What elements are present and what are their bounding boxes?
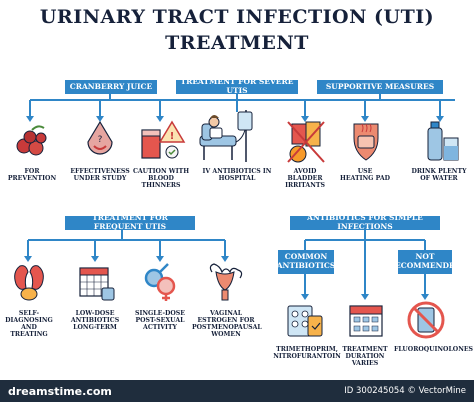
prohibited-pills-icon [407, 301, 445, 339]
page-title-line2: TREATMENT [165, 32, 309, 54]
caption-fluoroquinolones: FLUOROQUINOLONES [394, 346, 474, 353]
caption-low-dose: LOW-DOSE ANTIBIOTICS LONG-TERM [70, 310, 120, 332]
blood-thinner-glass-icon: ! [141, 120, 186, 159]
footer-brand: dreamstime.com [8, 384, 112, 398]
caption-drink-water: DRINK PLENTY OF WATER [411, 168, 467, 183]
hospital-iv-icon [199, 110, 253, 162]
svg-text:!: ! [170, 131, 175, 142]
caption-iv-antibiotics: IV ANTIBIOTICS IN HOSPITAL [202, 168, 272, 183]
common-antibiotics-box: COMMON ANTIBIOTICS [277, 250, 335, 274]
caption-for-prevention: FOR PREVENTION [7, 168, 57, 183]
caption-self-diagnosing: SELF-DIAGNOSING AND TREATING [5, 310, 53, 339]
caption-treatment-duration: TREATMENT DURATION VARIES [342, 346, 388, 368]
caption-caution: CAUTION WITH BLOOD THINNERS [132, 168, 190, 190]
water-bottle-icon [427, 121, 459, 161]
heating-pad-icon [353, 123, 379, 161]
caption-single-dose: SINGLE-DOSE POST-SEXUAL ACTIVITY [135, 310, 185, 332]
simple-infections-box: ANTIBIOTICS FOR SIMPLE INFECTIONS [290, 214, 440, 231]
gender-symbols-icon [144, 263, 176, 301]
caption-avoid-bladder: AVOID BLADDER IRRITANTS [285, 168, 325, 190]
page-title-line1: URINARY TRACT INFECTION (UTI) [39, 6, 435, 28]
calendar-pills-icon [79, 267, 115, 301]
cranberry-icon [16, 125, 47, 156]
caption-trimethoprim: TRIMETHOPRIM, NITROFURANTOIN [273, 346, 341, 361]
pill-blister-icon [287, 305, 323, 337]
caption-heating-pad: USE HEATING PAD [340, 168, 390, 183]
supportive-measures-box: SUPPORTIVE MEASURES [317, 80, 443, 94]
footer-id: ID 300245054 © VectorMine [344, 386, 466, 396]
uterus-icon [209, 263, 243, 301]
svg-text:?: ? [98, 135, 103, 145]
not-recommended-box: NOT RECOMMENDED [389, 250, 461, 274]
connector-lines [24, 94, 455, 300]
frequent-utis-box: TREATMENT FOR FREQUENT UTIS [65, 214, 195, 231]
kidney-icon [14, 265, 44, 301]
caption-vaginal-estrogen: VAGINAL ESTROGEN FOR POSTMENOPAUSAL WOME… [192, 310, 262, 339]
footer-bar: dreamstime.com ID 300245054 © VectorMine [0, 380, 474, 402]
severe-utis-box: TREATMENT FOR SEVERE UTIS [176, 78, 298, 95]
caption-effectiveness: EFFECTIVENESS UNDER STUDY [70, 168, 130, 183]
juice-drop-icon: ? [87, 120, 113, 155]
cranberry-juice-box: CRANBERRY JUICE [65, 80, 157, 94]
calendar-icon [349, 305, 383, 337]
bladder-irritants-icon [287, 121, 325, 163]
